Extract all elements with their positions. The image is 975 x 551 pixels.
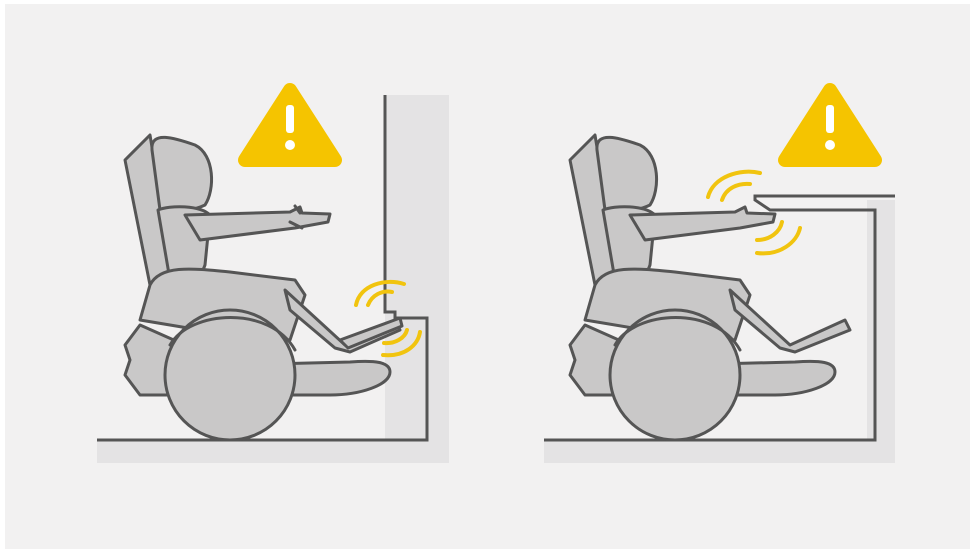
warning-icon bbox=[785, 90, 875, 160]
head bbox=[152, 137, 212, 212]
table-shade bbox=[867, 200, 895, 445]
floor-shade bbox=[97, 440, 449, 463]
floor-shade bbox=[544, 440, 895, 463]
panel-footrest-collision bbox=[97, 90, 449, 463]
wheelchair-user bbox=[125, 135, 402, 440]
wall-shade bbox=[385, 95, 449, 445]
head bbox=[597, 137, 657, 212]
wheelchair-user bbox=[570, 135, 850, 440]
panel-armrest-collision bbox=[544, 90, 895, 463]
warning-icon bbox=[245, 90, 335, 160]
